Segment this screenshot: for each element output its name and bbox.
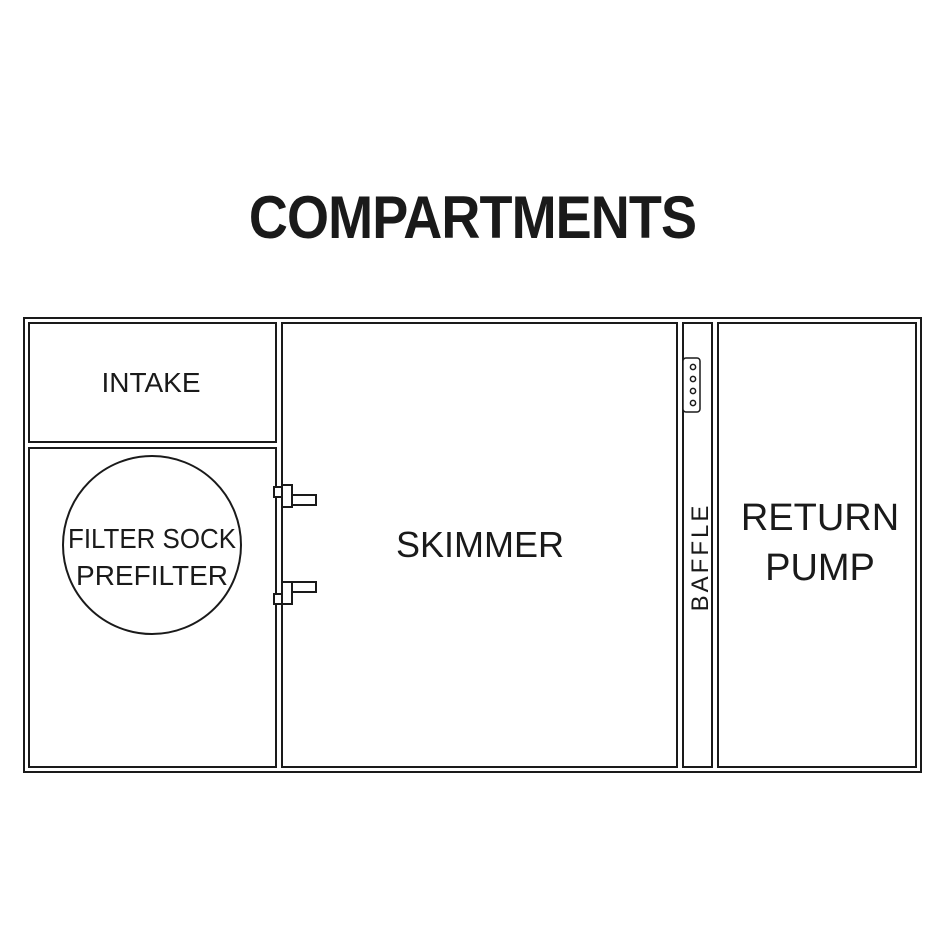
- intake-label: INTAKE: [101, 367, 200, 398]
- filter-sock-circle: [62, 455, 242, 635]
- pipe-fitting-lower: [273, 581, 317, 605]
- filter-sock-label-line2: PREFILTER: [76, 560, 228, 591]
- skimmer-label: SKIMMER: [396, 524, 564, 565]
- return-pump-label-line2: PUMP: [765, 547, 875, 589]
- intake-compartment: [28, 322, 277, 443]
- filter-sock-label-line1: FILTER SOCK: [68, 523, 236, 554]
- baffle-label: BAFFLE: [687, 503, 714, 612]
- baffle-vent-icon: [682, 357, 701, 413]
- baffle-compartment: [682, 322, 713, 768]
- diagram-title: COMPARTMENTS: [248, 184, 697, 251]
- filter-sock-compartment: [28, 447, 277, 768]
- skimmer-compartment: [281, 322, 678, 768]
- sump-outer-frame: [23, 317, 922, 773]
- return-pump-label-line1: RETURN: [741, 497, 899, 539]
- return-pump-compartment: [717, 322, 917, 768]
- pipe-fitting-upper: [273, 484, 317, 508]
